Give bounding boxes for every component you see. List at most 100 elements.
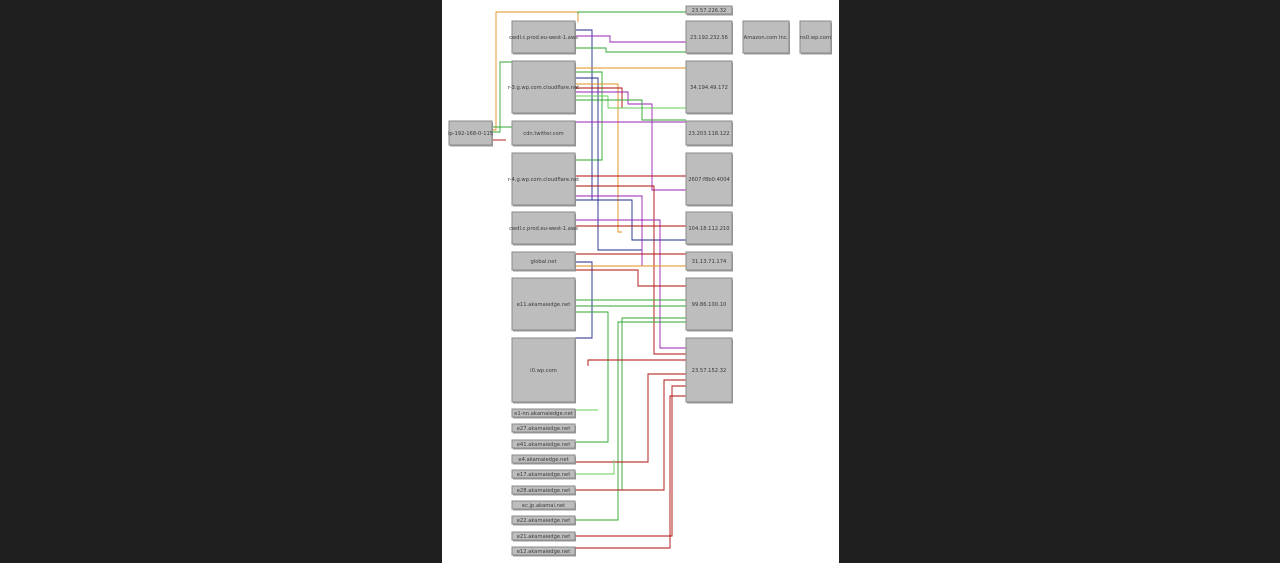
endpoint-node-box — [511, 152, 576, 206]
address-node-label: 23.192.232.56 — [690, 35, 728, 41]
endpoint-node: i0.wp.com — [511, 337, 576, 404]
endpoint-node-label: e12.akamaiedge.net — [517, 549, 571, 555]
connection-edge-line — [587, 359, 686, 366]
address-node-box — [685, 337, 733, 403]
address-node-label: 31.13.71.174 — [692, 259, 727, 265]
address-node-box — [685, 277, 733, 331]
owner-node-box — [742, 20, 790, 54]
endpoint-node-box — [511, 439, 576, 449]
endpoint-node: e28.akamaiedge.net — [511, 485, 576, 496]
owner-node-label: Amazon.com Inc. — [744, 35, 789, 41]
endpoint-node-box — [511, 423, 576, 433]
endpoint-node-label: e17.akamaiedge.net — [517, 472, 571, 478]
endpoint-node-box — [511, 60, 576, 114]
address-node-label: 23.57.226.32 — [692, 8, 727, 14]
endpoint-node-label: cwdl.c.prod.eu-west-1.aws — [509, 35, 578, 41]
address-node-label: 23.57.152.32 — [692, 368, 727, 374]
connection-edge — [575, 47, 686, 53]
endpoint-node-label: r-3.g.wp.com.cloudflare.net — [508, 85, 579, 91]
connection-edge — [575, 317, 686, 491]
address-node: 104.18.112.210 — [685, 211, 733, 246]
source-host-node-label: ip-192-168-0-115 — [448, 131, 493, 137]
connection-edge-line — [575, 35, 686, 43]
endpoint-node: e21.akamaiedge.net — [511, 531, 576, 542]
connection-edge — [575, 395, 686, 549]
connection-edge — [575, 373, 686, 463]
connection-edge-line — [575, 83, 622, 233]
connection-edge — [575, 195, 686, 267]
connection-edge — [575, 379, 686, 491]
endpoint-node-label: r-4.g.wp.com.cloudflare.net — [508, 177, 579, 183]
connection-edge-line — [575, 99, 686, 121]
endpoint-node: cwdl.c.prod.eu-west-1.aws — [509, 211, 578, 246]
endpoint-node-box — [511, 120, 576, 146]
connection-edge-line — [575, 91, 686, 191]
connection-edge-line — [575, 47, 686, 53]
endpoint-node: e27.akamaiedge.net — [511, 423, 576, 434]
address-node-box — [685, 120, 733, 146]
address-node-label: 99.86.100.10 — [692, 302, 727, 308]
address-node: 23.57.226.32 — [685, 5, 733, 16]
diagram-page: ip-192-168-0-115 cwdl.c.prod.eu-west-1.aw… — [442, 0, 839, 563]
network-diagram: ip-192-168-0-115 cwdl.c.prod.eu-west-1.aw… — [448, 5, 832, 557]
endpoint-node-box — [511, 408, 576, 418]
endpoint-node-label: global.net — [531, 259, 557, 265]
connection-edge-line — [575, 460, 615, 475]
source-host-node-box — [448, 120, 493, 146]
endpoint-node: e1-nn.akamaiedge.net — [511, 408, 576, 419]
endpoint-node-box — [511, 454, 576, 464]
connection-edge-line — [575, 373, 686, 463]
connection-edge-line — [575, 311, 609, 443]
address-node-label: 34.194.49.172 — [690, 85, 728, 91]
endpoint-node-label: cwdl.c.prod.eu-west-1.aws — [509, 226, 578, 232]
endpoint-node-label: i0.wp.com — [530, 368, 557, 374]
nameserver-node-box — [799, 20, 832, 54]
connection-edge-line — [575, 321, 686, 521]
address-node-box — [685, 152, 733, 206]
connection-edge — [575, 99, 686, 121]
endpoint-node-box — [511, 485, 576, 495]
endpoint-node-box — [511, 531, 576, 541]
endpoint-node-label: e28.akamaiedge.net — [517, 488, 571, 494]
address-node-box — [685, 20, 733, 54]
address-node: 31.13.71.174 — [685, 251, 733, 272]
endpoint-node-label: e41.akamaiedge.net — [517, 442, 571, 448]
endpoint-node: ec.jp.akamai.net — [511, 500, 576, 511]
nameserver-node-label: ns0.wp.com — [800, 35, 831, 41]
endpoint-node-box — [511, 251, 576, 271]
connection-edge — [575, 219, 686, 349]
connection-edge — [575, 460, 615, 475]
connection-edge — [575, 321, 686, 521]
connection-edge — [492, 61, 512, 133]
address-node-box — [685, 251, 733, 271]
connection-edge — [575, 311, 609, 443]
endpoint-node: e22.akamaiedge.net — [511, 515, 576, 526]
connection-edge — [575, 95, 686, 109]
connection-edge-line — [575, 185, 686, 355]
endpoint-node-label: e22.akamaiedge.net — [517, 518, 571, 524]
address-node: 2607:f8b0:4004 — [685, 152, 733, 207]
address-node: 23.57.152.32 — [685, 337, 733, 404]
connection-edge-line — [575, 269, 686, 287]
endpoint-node-box — [511, 546, 576, 556]
endpoint-node: cdn.twitter.com — [511, 120, 576, 147]
address-node-box — [685, 211, 733, 245]
connection-edge-line — [492, 61, 512, 133]
endpoint-node-label: e27.akamaiedge.net — [517, 426, 571, 432]
connection-edge — [575, 83, 622, 233]
source-host-node: ip-192-168-0-115 — [448, 120, 493, 147]
endpoint-node-box — [511, 211, 576, 245]
connection-edge-line — [575, 195, 686, 267]
connection-edge-line — [575, 71, 603, 161]
endpoint-node: r-3.g.wp.com.cloudflare.net — [508, 60, 579, 115]
endpoint-node: e4.akamaiedge.net — [511, 454, 576, 465]
endpoint-node-box — [511, 515, 576, 525]
endpoint-node-label: e4.akamaiedge.net — [518, 457, 568, 463]
address-node-box — [685, 60, 733, 114]
endpoint-node: e11.akamaiedge.net — [511, 277, 576, 332]
connection-edge-line — [575, 95, 686, 109]
address-node-label: 23.203.118.122 — [688, 131, 729, 137]
endpoint-node: e17.akamaiedge.net — [511, 469, 576, 480]
address-node: 23.192.232.56 — [685, 20, 733, 55]
